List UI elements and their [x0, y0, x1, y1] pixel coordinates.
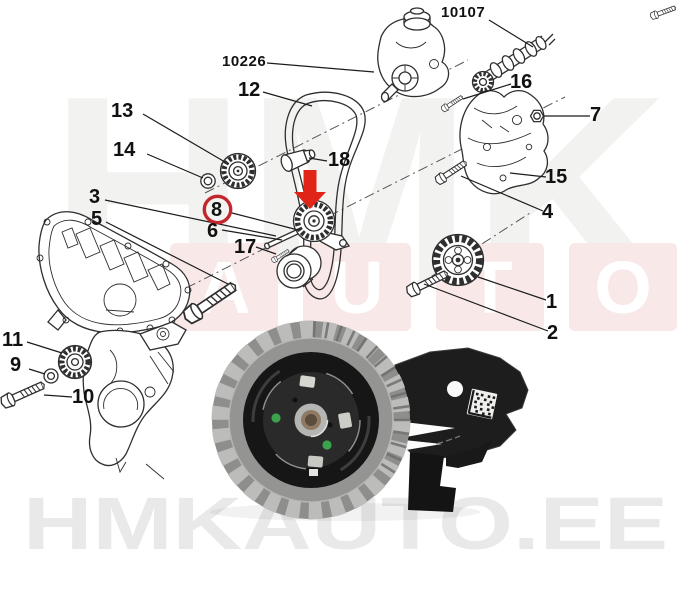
callout-12: 12 [238, 79, 261, 101]
washer-9 [43, 368, 59, 384]
plate-tab [299, 375, 316, 388]
callout-10107: 10107 [441, 4, 486, 21]
watermark-letter-o: O [594, 246, 652, 329]
plate-tab [338, 412, 352, 429]
camshaft-drawing [471, 33, 556, 94]
spacer-18 [280, 149, 316, 172]
product-photo [210, 320, 529, 521]
gear-11 [57, 344, 93, 380]
callout-15: 15 [545, 166, 568, 188]
idler-roller [276, 245, 322, 289]
callout-4: 4 [542, 201, 554, 223]
highlight-circle-icon [202, 194, 233, 225]
callout-9: 9 [10, 354, 22, 376]
pulley-wheel [211, 320, 411, 520]
stud-6 [263, 229, 299, 250]
callout-13: 13 [111, 100, 134, 122]
nut-7 [529, 109, 545, 123]
seal-14 [200, 173, 216, 189]
callout-10226: 10226 [222, 53, 267, 70]
callout-10: 10 [72, 386, 95, 408]
pump-housing-drawing [82, 321, 187, 480]
tensioner-8 [292, 199, 351, 251]
bolt-10 [0, 377, 48, 411]
gear-13 [219, 152, 257, 190]
callout-17: 17 [234, 236, 257, 258]
callout-16: 16 [510, 71, 533, 93]
callout-18: 18 [328, 149, 351, 171]
water-pump-drawing [377, 7, 450, 103]
leader-lines [26, 19, 590, 398]
callout-14: 14 [113, 139, 136, 161]
callout-1: 1 [546, 291, 558, 313]
engraved-code-marks [435, 435, 461, 445]
mount-bracket-drawing [459, 90, 549, 195]
green-paint-dot [322, 440, 332, 450]
red-arrow-icon [294, 170, 326, 209]
timing-cover-drawing [36, 211, 192, 335]
callout-2: 2 [547, 322, 559, 344]
bracket-plate [394, 347, 529, 512]
bolt-top-corner [648, 3, 678, 21]
datamatrix-icon [466, 388, 498, 420]
callout-8-highlighted: 8 [211, 199, 223, 221]
callout-11: 11 [2, 329, 24, 351]
callout-5: 5 [91, 208, 103, 230]
green-paint-dot [271, 413, 281, 423]
callout-3: 3 [89, 186, 101, 208]
plate-tab [307, 455, 324, 468]
pulley-side-ribs [312, 321, 410, 474]
bracket-hole [447, 381, 463, 397]
plate-tab-small [309, 469, 318, 476]
watermark-letter-u: U [330, 246, 383, 329]
callout-6: 6 [207, 220, 219, 242]
callout-7: 7 [590, 104, 602, 126]
